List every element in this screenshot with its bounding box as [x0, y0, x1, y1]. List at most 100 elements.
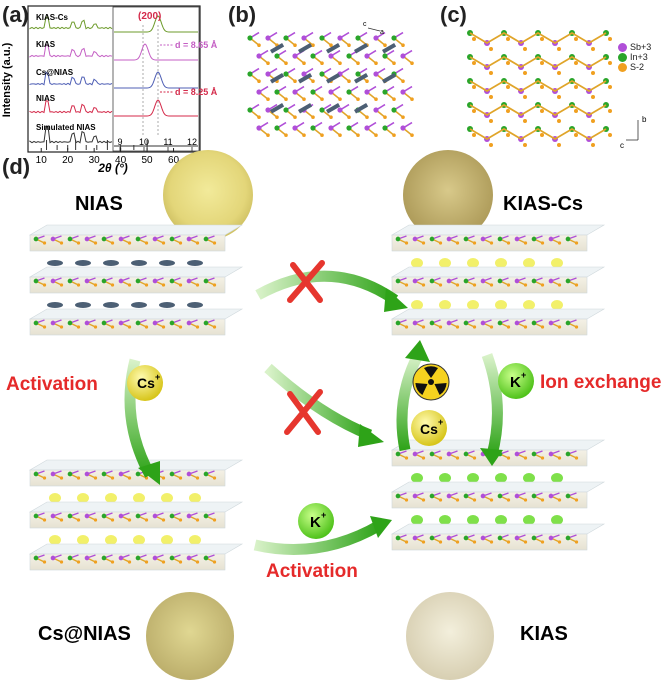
interlayer-cation [411, 258, 423, 268]
kias-layers [390, 439, 606, 551]
atom [489, 325, 494, 329]
atom [302, 97, 306, 101]
organic-cation [270, 73, 285, 84]
panel-d-letter: (d) [2, 154, 31, 179]
organic-cation [326, 73, 341, 84]
atom [429, 236, 435, 242]
atom [421, 540, 426, 544]
atom [212, 518, 217, 522]
atom [347, 43, 351, 47]
atom [489, 71, 493, 75]
atom [42, 518, 47, 522]
atom [338, 61, 342, 65]
atom [383, 43, 387, 47]
x-tick-label: 50 [142, 155, 154, 166]
arrow-nias-to-kias [264, 363, 373, 441]
atom [421, 498, 426, 502]
atom [455, 540, 460, 544]
atom [574, 241, 579, 245]
atom [373, 71, 379, 77]
nias-title: NIAS [75, 193, 123, 215]
atom [374, 133, 378, 137]
atom [531, 236, 537, 242]
cs-nias-title: Cs@NIAS [38, 623, 131, 645]
cs-ion-right-charge: + [438, 417, 443, 427]
interlayer-cation [133, 535, 145, 545]
inset-tick-label: 11 [163, 137, 172, 147]
atom [489, 241, 494, 245]
atom [540, 37, 544, 41]
atom [135, 320, 141, 326]
atom [421, 241, 426, 245]
atom [195, 241, 200, 245]
activation-left-label: Activation [6, 374, 98, 395]
atom [275, 115, 279, 119]
atom [472, 325, 477, 329]
atom [540, 456, 545, 460]
arrow-kias-to-kias-cs [396, 352, 423, 452]
atom [548, 278, 554, 284]
atom [463, 451, 469, 457]
atom [135, 236, 141, 242]
atom [395, 451, 401, 457]
atom [101, 320, 107, 326]
atom [67, 236, 73, 242]
atom [421, 325, 426, 329]
atom [392, 97, 396, 101]
atom [438, 241, 443, 245]
atom [84, 320, 90, 326]
atom [557, 119, 561, 123]
atom [446, 451, 452, 457]
atom [574, 37, 578, 41]
atom [76, 283, 81, 287]
atom [489, 540, 494, 544]
interlayer-cation [131, 302, 147, 308]
d-kias-label: d = 8.65 Å [175, 40, 218, 50]
atom [93, 518, 98, 522]
atom [67, 320, 73, 326]
interlayer-cation [131, 260, 147, 266]
atom [127, 325, 132, 329]
atom [311, 115, 315, 119]
atom [338, 133, 342, 137]
atom [429, 278, 435, 284]
atom [152, 513, 158, 519]
atom [320, 133, 324, 137]
atom [169, 471, 175, 477]
atom [364, 125, 370, 131]
atom [266, 97, 270, 101]
atom [127, 476, 132, 480]
atom [169, 320, 175, 326]
atom [247, 35, 253, 41]
atom [565, 278, 571, 284]
atom [319, 35, 325, 41]
atom [212, 325, 217, 329]
atom [480, 278, 486, 284]
atom [203, 320, 209, 326]
atom [489, 498, 494, 502]
atom [401, 43, 405, 47]
atom [195, 518, 200, 522]
atom [472, 37, 476, 41]
atom [84, 555, 90, 561]
atom [76, 325, 81, 329]
atom [203, 555, 209, 561]
s-dot-icon [618, 62, 627, 72]
atom [540, 325, 545, 329]
atom [110, 283, 115, 287]
atom [472, 540, 477, 544]
atom [523, 456, 528, 460]
xrd-inset-line [114, 43, 198, 61]
atom [540, 133, 544, 137]
nias-powder-image [163, 150, 253, 240]
interlayer-cation [105, 535, 117, 545]
atom [59, 518, 64, 522]
atom [591, 71, 595, 75]
atom [506, 37, 510, 41]
atom [557, 456, 562, 460]
atom [265, 107, 271, 113]
atom [144, 518, 149, 522]
atom [472, 85, 476, 89]
atom [135, 513, 141, 519]
atom [438, 456, 443, 460]
